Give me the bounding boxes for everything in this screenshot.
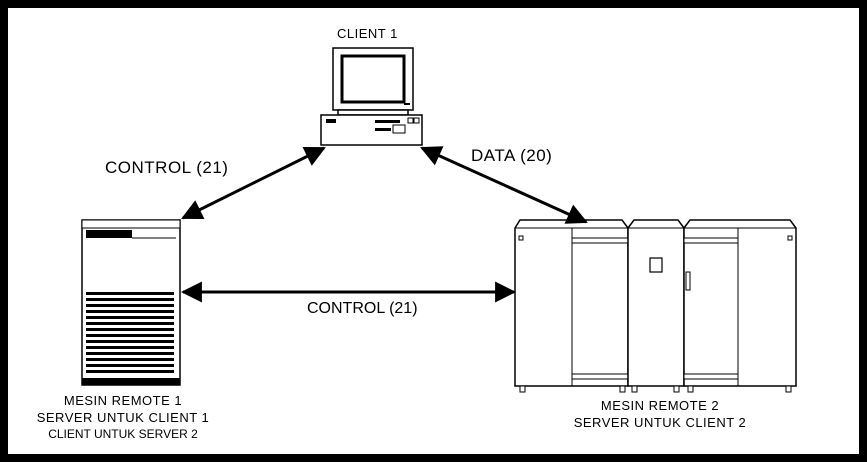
client-1-computer-icon — [320, 47, 423, 146]
data-link-label: DATA (20) — [471, 146, 553, 165]
remote-1-server-icon — [81, 219, 181, 386]
remote-1-role-server: SERVER UNTUK CLIENT 1 — [36, 410, 210, 425]
control-arrow-client-remote1 — [181, 146, 326, 220]
remote-1-role-client: CLIENT UNTUK SERVER 2 — [48, 427, 198, 441]
data-arrow-client-remote2 — [420, 146, 588, 224]
remote-2-mainframe-icon — [514, 219, 797, 393]
control-link-label-top: CONTROL (21) — [105, 158, 229, 177]
client-1-label: CLIENT 1 — [337, 26, 398, 41]
remote-2-role-server: SERVER UNTUK CLIENT 2 — [573, 415, 747, 430]
remote-2-title: MESIN REMOTE 2 — [600, 398, 720, 413]
remote-1-title: MESIN REMOTE 1 — [63, 393, 183, 408]
control-link-label-bottom: CONTROL (21) — [307, 300, 418, 317]
